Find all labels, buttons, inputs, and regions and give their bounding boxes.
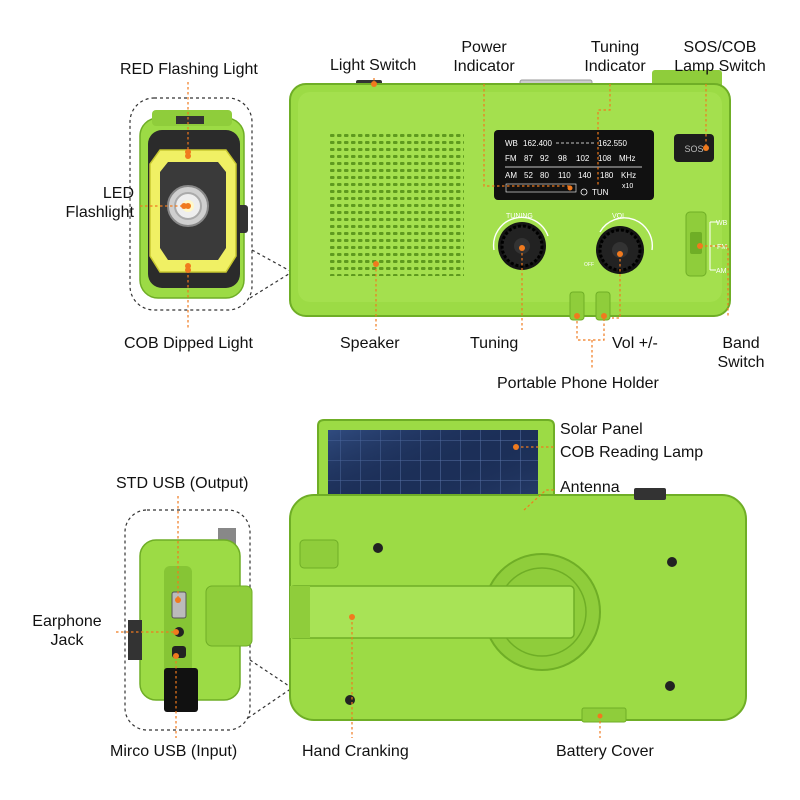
label-std-usb: STD USB (Output): [116, 475, 249, 492]
label-band-switch: Band Switch: [706, 334, 776, 372]
crank-handle-end: [164, 668, 198, 712]
sos-cob-lamp-button[interactable]: [674, 134, 714, 162]
power-indicator-led: [567, 185, 573, 191]
label-power-indicator-line: Power: [461, 39, 507, 56]
label-tuning: Tuning: [470, 335, 519, 352]
sos-button-label: SOS: [684, 144, 703, 154]
label-led-flashlight-line: LED: [102, 185, 134, 202]
band-mark-fm: FM: [717, 244, 727, 251]
label-solar-panel: Solar Panel: [560, 421, 643, 438]
dial-am-tick: 180: [600, 171, 614, 180]
label-portable-phone-holder: Portable Phone Holder: [497, 375, 659, 392]
label-vol: Vol +/-: [612, 335, 658, 352]
dial-fm-tick: 108: [598, 154, 612, 163]
label-led-flashlight-line: Flashlight: [65, 204, 134, 221]
std-usb-port: [171, 591, 187, 619]
label-battery-cover: Battery Cover: [556, 743, 654, 760]
label-antenna: Antenna: [560, 479, 620, 496]
detail-dashed-box: [129, 97, 253, 311]
side-view-ports: [124, 509, 293, 731]
label-band-switch-line: Band: [722, 335, 760, 352]
dial-fm-tick: 92: [540, 154, 549, 163]
front-view-radio: WB 162.400 162.550 FM 87 92 98 102 108 M…: [289, 70, 731, 321]
label-sos-cob-lamp-switch: SOS/COB Lamp Switch: [668, 38, 772, 76]
label-sos-cob-line: SOS/COB: [683, 39, 757, 56]
dial-multiplier: x10: [622, 183, 633, 190]
vol-off-label: OFF: [584, 262, 594, 268]
label-hand-cranking: Hand Cranking: [302, 743, 409, 760]
label-led-flashlight: LED Flashlight: [30, 184, 134, 222]
label-red-flashing-light: RED Flashing Light: [120, 61, 258, 78]
tuning-dial: [494, 130, 654, 200]
label-power-indicator: Power Indicator: [452, 38, 516, 76]
dial-fm-tick: 102: [576, 154, 590, 163]
label-tuning-indicator-line: Tuning: [590, 39, 640, 56]
label-tuning-indicator-line: Indicator: [584, 58, 646, 75]
label-micro-usb: Mirco USB (Input): [110, 743, 238, 760]
label-earphone-jack-line: Earphone: [32, 613, 102, 630]
label-light-switch: Light Switch: [330, 57, 417, 74]
dial-fm-tick: 98: [558, 154, 567, 163]
label-cob-reading-lamp: COB Reading Lamp: [560, 444, 704, 461]
vol-knob-label: VOL: [612, 213, 626, 220]
tuning-knob-label: TUNING: [506, 213, 533, 220]
dial-am-tick: 80: [540, 171, 549, 180]
dial-fm-tick: 87: [524, 154, 533, 163]
battery-cover: [581, 707, 627, 723]
label-earphone-jack-line: Jack: [50, 632, 84, 649]
dial-wb-start: 162.400: [523, 139, 552, 148]
band-mark-am: AM: [716, 268, 727, 275]
back-view-solar: [289, 419, 747, 723]
dial-am-tick: 110: [558, 171, 571, 180]
dial-wb-end: 162.550: [598, 139, 627, 148]
speaker-grill: [330, 130, 464, 276]
band-mark-wb: WB: [716, 220, 728, 227]
band-switch-slider[interactable]: [690, 232, 702, 254]
dial-fm-unit: MHz: [619, 154, 635, 163]
crank-arm[interactable]: [289, 585, 575, 639]
label-earphone-jack: Earphone Jack: [20, 612, 114, 650]
label-tuning-indicator: Tuning Indicator: [578, 38, 652, 76]
dial-tun: TUN: [592, 188, 609, 197]
side-view-flashlight: [129, 97, 293, 311]
label-band-switch-line: Switch: [717, 354, 765, 371]
label-power-indicator-line: Indicator: [453, 58, 515, 75]
dial-am-unit: KHz: [621, 171, 636, 180]
callout-dots: [173, 81, 709, 659]
volume-knob[interactable]: [596, 226, 644, 274]
tun-indicator-led: [580, 188, 588, 196]
dial-am-tick: 140: [578, 171, 592, 180]
dial-am: AM: [505, 171, 517, 180]
label-sos-cob-line: Lamp Switch: [674, 58, 766, 75]
dial-am-tick: 52: [524, 171, 533, 180]
callout-lines: [116, 78, 729, 738]
dial-wb: WB: [505, 139, 518, 148]
label-speaker: Speaker: [340, 335, 400, 352]
detail-dashed-box-ports: [124, 509, 251, 731]
dial-fm: FM: [505, 154, 517, 163]
label-cob-dipped-light: COB Dipped Light: [124, 335, 253, 352]
